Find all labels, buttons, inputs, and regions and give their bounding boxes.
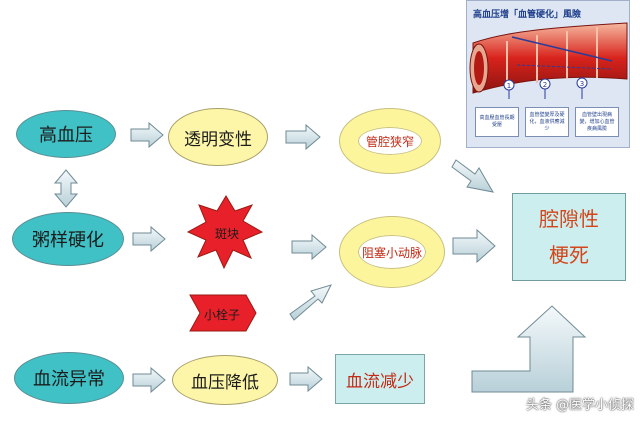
node-bp-drop-label: 血压降低: [191, 372, 259, 393]
bent-arrow-reduced-to-lacunar: [471, 305, 587, 393]
node-plaque-label: 斑块: [214, 227, 239, 241]
node-arteriole-block-label: 阻塞小动脉: [361, 245, 422, 260]
arrow-plaque-to-block: [291, 233, 327, 261]
inset-step-1: 高血壓血管長期受壓: [475, 107, 519, 137]
double-arrow-vertical: [53, 169, 79, 208]
marker-1-label: 1: [507, 82, 511, 90]
arrow-block-to-lacunar: [452, 228, 496, 264]
plaque-star-shape: [186, 195, 264, 270]
marker-2: [539, 78, 551, 90]
vessel-illustration-inset: 高血压增「血管硬化」風險 1 2 3: [466, 0, 630, 148]
vessel-illustration: 1 2 3: [469, 22, 628, 99]
marker-2-label: 2: [543, 81, 547, 89]
thrombus-arrow-shape: [189, 294, 257, 332]
arrow-hypertension-to-hyaline: [130, 121, 164, 149]
node-abnormal-flow-label: 血流异常: [33, 369, 105, 390]
node-lumen-narrow: 管腔狭窄: [340, 109, 440, 173]
inset-title: 高血压增「血管硬化」風險: [473, 10, 582, 20]
arrow-thrombus-to-block: [289, 284, 332, 321]
lacunar-line-1: 腔隙性: [539, 207, 599, 231]
node-lacunar-infarction: 腔隙性 梗死: [512, 193, 626, 281]
inset-step-2: 血管壁變厚及硬化，血液供應減少: [525, 107, 569, 137]
node-flow-reduced-label: 血流减少: [346, 371, 414, 392]
node-atherosclerosis-label: 粥样硬化: [32, 230, 104, 251]
arrow-narrow-to-lacunar: [451, 159, 494, 193]
node-hyaline: 透明变性: [168, 108, 268, 166]
node-arteriole-block: 阻塞小动脉: [340, 217, 444, 287]
node-hypertension-label: 高血压: [39, 125, 93, 146]
arrow-flow-to-bpdrop: [132, 366, 166, 394]
node-flow-reduced: 血流减少: [335, 354, 425, 404]
lacunar-line-2: 梗死: [549, 243, 589, 267]
watermark: 头条 @医学小侦探: [525, 398, 634, 413]
arrow-hyaline-to-narrow: [285, 123, 321, 151]
marker-3: [576, 77, 588, 89]
arrow-athero-to-plaque: [132, 225, 166, 253]
inset-step-3: 血管壁出現病變，增加心血管疾病風險: [575, 107, 619, 137]
node-hypertension: 高血压: [16, 110, 116, 158]
marker-3-label: 3: [580, 80, 584, 88]
arrow-bpdrop-to-reduced: [289, 365, 323, 393]
marker-1: [503, 79, 515, 91]
node-lumen-narrow-label: 管腔狭窄: [365, 134, 414, 149]
node-thrombus-label: 小栓子: [203, 308, 240, 322]
node-hyaline-label: 透明变性: [184, 129, 252, 150]
node-atherosclerosis: 粥样硬化: [12, 212, 124, 266]
node-abnormal-flow: 血流异常: [14, 352, 124, 404]
node-bp-drop: 血压降低: [172, 355, 278, 405]
